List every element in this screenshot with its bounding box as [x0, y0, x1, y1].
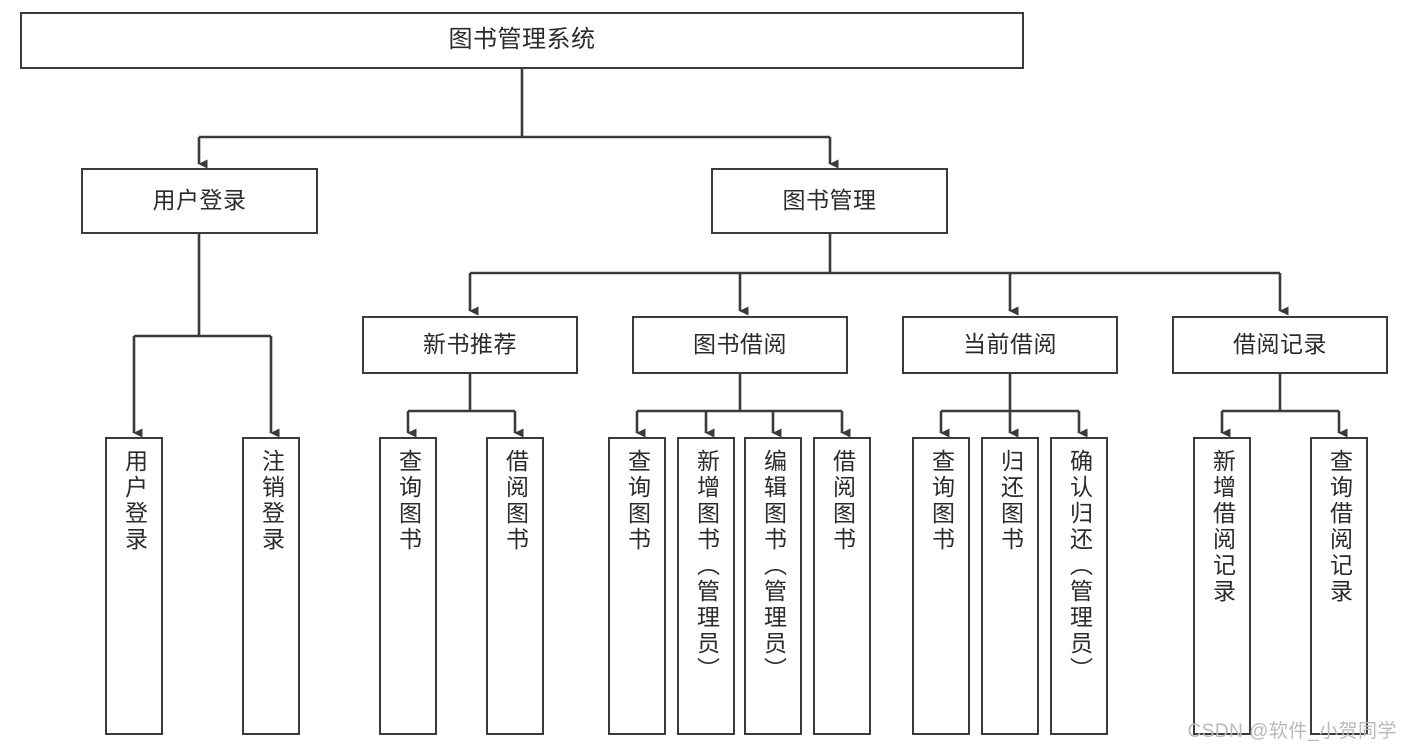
leaf-return-book-label: 归还图书: [997, 449, 1024, 553]
leaf-borrow-book-1-label: 借阅图书: [502, 449, 529, 553]
leaf-user-logout-label: 注销登录: [258, 449, 285, 553]
node-user-login[interactable]: 用户登录: [81, 168, 318, 234]
leaf-borrow-book-2[interactable]: 借阅图书: [813, 437, 871, 735]
node-borrow-record[interactable]: 借阅记录: [1172, 316, 1388, 374]
leaf-query-book-3[interactable]: 查询图书: [912, 437, 970, 735]
leaf-borrow-book-2-label: 借阅图书: [829, 449, 856, 553]
node-current-borrow[interactable]: 当前借阅: [902, 316, 1118, 374]
leaf-return-book[interactable]: 归还图书: [981, 437, 1039, 735]
leaf-query-book-1-label: 查询图书: [395, 449, 422, 553]
node-book-manage[interactable]: 图书管理: [711, 168, 948, 234]
leaf-user-login-label: 用户登录: [121, 449, 148, 553]
leaf-add-record[interactable]: 新增借阅记录: [1193, 437, 1251, 735]
leaf-query-record-label: 查询借阅记录: [1326, 449, 1353, 605]
leaf-query-book-1[interactable]: 查询图书: [379, 437, 437, 735]
leaf-user-logout[interactable]: 注销登录: [242, 437, 300, 735]
leaf-query-book-2[interactable]: 查询图书: [608, 437, 666, 735]
node-book-borrow-label: 图书借阅: [693, 331, 787, 358]
leaf-query-record[interactable]: 查询借阅记录: [1310, 437, 1368, 735]
node-book-manage-label: 图书管理: [782, 187, 877, 214]
node-root-label: 图书管理系统: [448, 26, 596, 54]
node-book-borrow[interactable]: 图书借阅: [632, 316, 848, 374]
leaf-query-book-2-label: 查询图书: [624, 449, 651, 553]
leaf-edit-book[interactable]: 编辑图书（管理员）: [744, 437, 802, 735]
node-new-book-recommend[interactable]: 新书推荐: [362, 316, 578, 374]
leaf-borrow-book-1[interactable]: 借阅图书: [486, 437, 544, 735]
node-borrow-record-label: 借阅记录: [1233, 331, 1327, 358]
leaf-add-book[interactable]: 新增图书（管理员）: [677, 437, 735, 735]
node-user-login-label: 用户登录: [152, 187, 247, 214]
leaf-user-login[interactable]: 用户登录: [105, 437, 163, 735]
leaf-add-book-label: 新增图书（管理员）: [693, 449, 720, 683]
leaf-confirm-return-label: 确认归还（管理员）: [1066, 449, 1093, 683]
node-root[interactable]: 图书管理系统: [20, 12, 1024, 69]
leaf-edit-book-label: 编辑图书（管理员）: [760, 449, 787, 683]
node-current-borrow-label: 当前借阅: [963, 331, 1057, 358]
leaf-confirm-return[interactable]: 确认归还（管理员）: [1050, 437, 1108, 735]
node-new-book-recommend-label: 新书推荐: [423, 331, 517, 358]
leaf-add-record-label: 新增借阅记录: [1209, 449, 1236, 605]
watermark: CSDN @软件_小贺同学: [1187, 721, 1397, 742]
leaf-query-book-3-label: 查询图书: [928, 449, 955, 553]
